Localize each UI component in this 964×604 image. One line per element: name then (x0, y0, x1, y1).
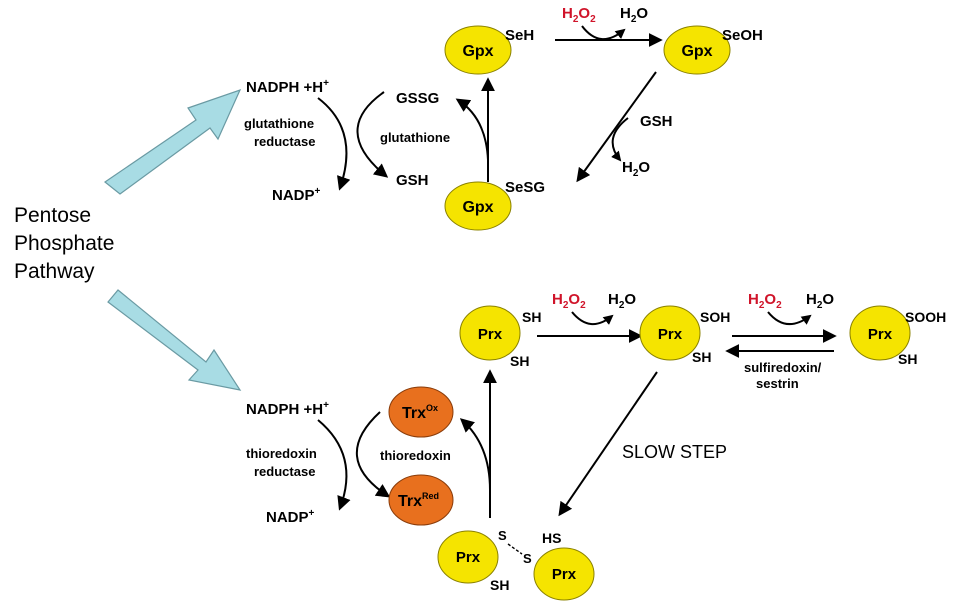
trx-red-label: TrxRed (398, 491, 439, 510)
gpx-label-top: Gpx (462, 43, 493, 60)
prx-h2o-label-2: H2O (806, 291, 834, 311)
prx-peroxide-curved-arrow-1 (571, 311, 614, 325)
pathway-label-line1: Pentose (14, 204, 91, 227)
disulfide-s-bottom: S (523, 551, 532, 566)
thioredoxin-reductase-label-2: reductase (254, 464, 315, 479)
pathway-label-line3: Pathway (14, 260, 95, 283)
gssg-label: GSSG (396, 90, 439, 107)
prx-enzyme-sulfenic (639, 305, 701, 361)
trx-red-enzyme (388, 474, 454, 526)
prx-enzyme-sulfinic (849, 305, 911, 361)
prx-h2o2-label-2: H2O2 (748, 291, 782, 311)
trx-ox-enzyme (388, 386, 454, 438)
prx-reduced-sh-bottom: SH (510, 353, 529, 369)
gssg-to-gsh-arrow (356, 91, 389, 178)
pathway-arrow-down (107, 289, 242, 391)
glutathione-reductase-label-1: glutathione (244, 116, 314, 131)
seoh-to-sesg-arrow (576, 71, 657, 183)
disulfide-bond (507, 543, 523, 555)
gpx-h2o-lower-label: H2O (622, 159, 650, 179)
prx-enzyme-reduced (459, 305, 521, 361)
gpx-gsh-label: GSH (640, 113, 673, 130)
prx-dimer-left-label: Prx (456, 549, 481, 566)
prx-sulfenic-sh-label: SH (692, 349, 711, 365)
gsh-nadp-label: NADP+ (272, 186, 321, 204)
trx-ox-to-red-arrow (355, 411, 391, 498)
slow-step-label: SLOW STEP (622, 442, 727, 462)
trx-ox-label: TrxOx (402, 403, 438, 422)
prx-sooh-label: SOOH (905, 309, 946, 325)
sesg-label: SeSG (505, 179, 545, 196)
gpx-h2o2-label: H2O2 (562, 5, 596, 25)
gpx-label-right: Gpx (681, 43, 712, 60)
gpx-h2o-label: H2O (620, 5, 648, 25)
gpx-enzyme-right (663, 25, 731, 75)
prx-label-sulfinic: Prx (868, 326, 893, 343)
prx-h2o-label-1: H2O (608, 291, 636, 311)
nadph-to-nadp-arrow (317, 97, 351, 191)
prx-peroxide-curved-arrow-2 (767, 311, 812, 325)
gsh-label: GSH (396, 172, 429, 189)
gsh-nadph-label: NADPH +H+ (246, 78, 329, 96)
prx-sulfinic-sh-label: SH (898, 351, 917, 367)
prx-dimer-hs-label: HS (542, 530, 561, 546)
prx-dimer-right-label: Prx (552, 566, 577, 583)
sulfiredoxin-label-1: sulfiredoxin/ (744, 360, 822, 375)
slow-step-arrow (558, 371, 658, 517)
trx-nadph-label: NADPH +H+ (246, 400, 329, 418)
gpx-enzyme-bottom (444, 181, 512, 231)
gpx-enzyme-top (444, 25, 512, 75)
trx-nadph-to-nadp-arrow (317, 419, 351, 511)
gsh-water-curved-arrow (611, 117, 629, 162)
prx-label-reduced: Prx (478, 326, 503, 343)
gpx-label-bottom: Gpx (462, 199, 493, 216)
seoh-label: SeOH (722, 27, 763, 44)
gsh-gssg-branch-arrow (455, 98, 489, 161)
prx-dimer-left (437, 530, 499, 584)
prx-h2o2-label-1: H2O2 (552, 291, 586, 311)
prx-dimer-sh-label: SH (490, 577, 509, 593)
pathway-label-line2: Phosphate (14, 232, 114, 255)
trx-nadp-label: NADP+ (266, 508, 315, 526)
prx-label-sulfenic: Prx (658, 326, 683, 343)
glutathione-reductase-label-2: reductase (254, 134, 315, 149)
sulfiredoxin-label-2: sestrin (756, 376, 799, 391)
thioredoxin-label: thioredoxin (380, 448, 451, 463)
trx-red-to-ox-branch-arrow (459, 418, 491, 491)
prx-dimer-right (533, 547, 595, 601)
prx-reduced-sh-top: SH (522, 309, 541, 325)
thioredoxin-reductase-label-1: thioredoxin (246, 446, 317, 461)
glutathione-label: glutathione (380, 130, 450, 145)
prx-soh-label: SOH (700, 309, 730, 325)
gpx-peroxide-curved-arrow (581, 25, 626, 40)
pathway-arrow-up (103, 88, 242, 195)
disulfide-s-top: S (498, 528, 507, 543)
seh-label: SeH (505, 27, 534, 44)
